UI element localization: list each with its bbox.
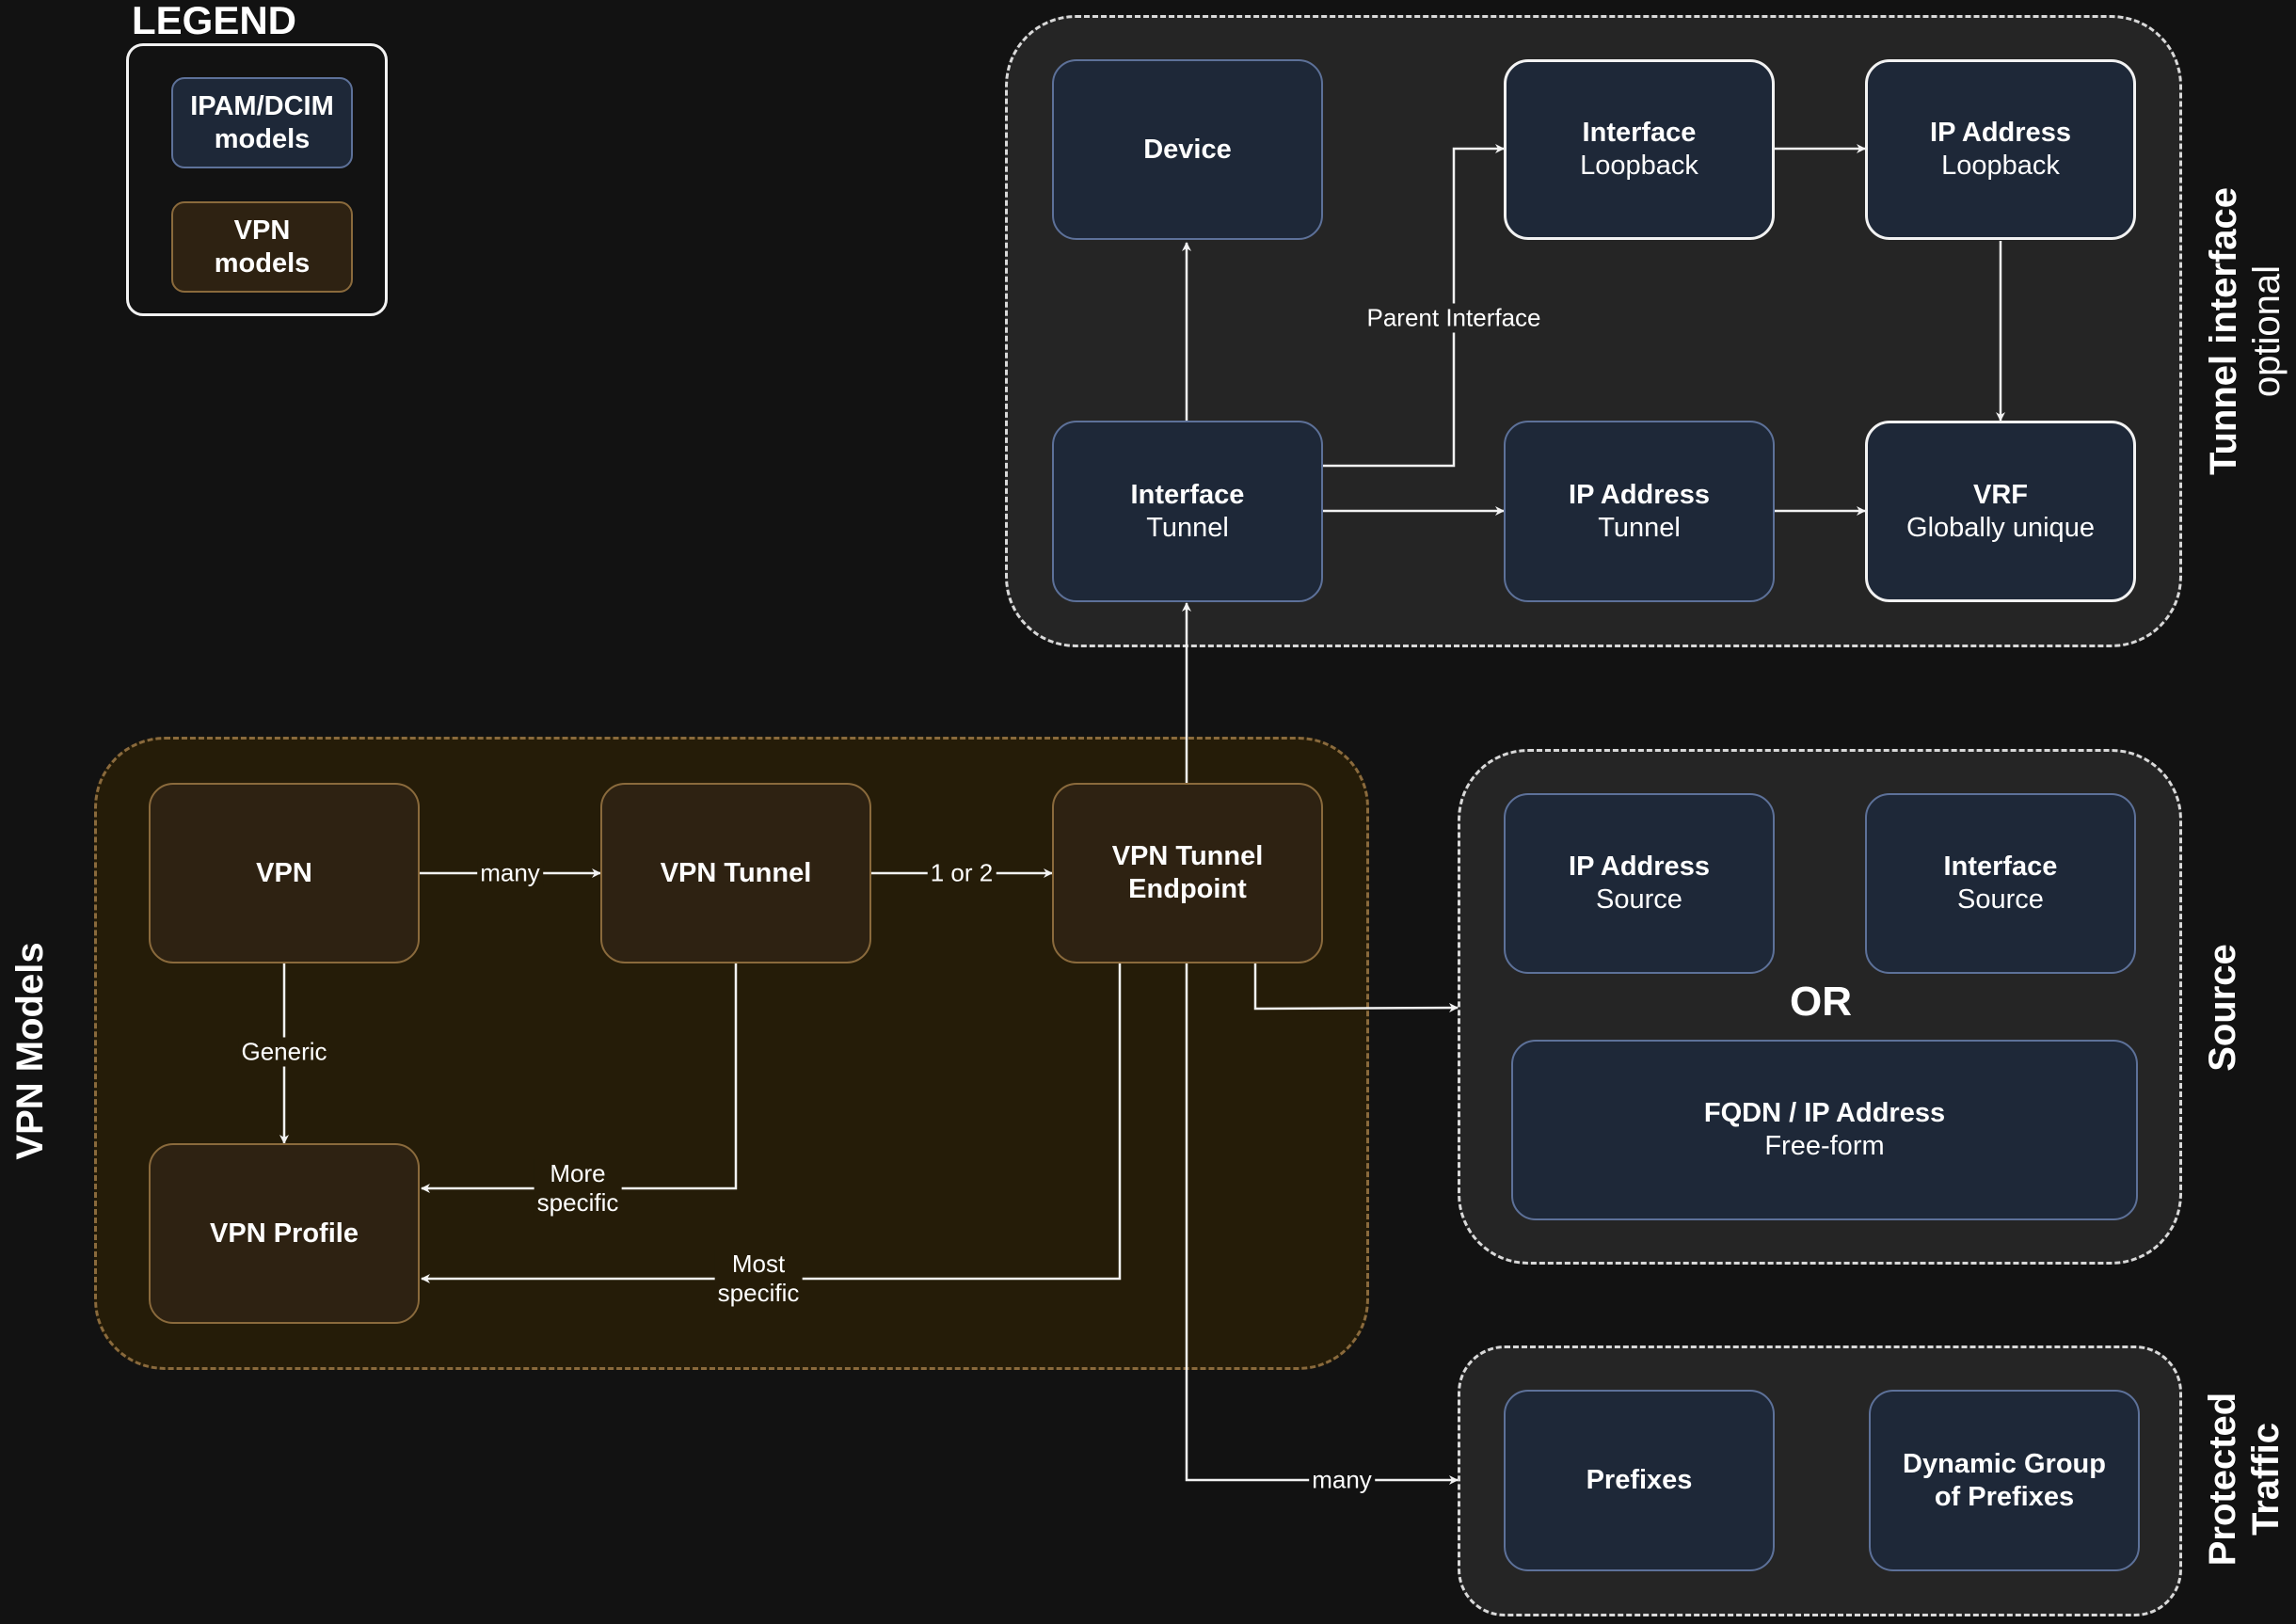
interface-loopback-node[interactable]: Interface Loopback — [1504, 59, 1775, 240]
edge-endpoint-to-source — [1253, 963, 1459, 1013]
edge-endpoint-to-protected-traffic — [1185, 963, 1459, 1485]
ip-address-source-node[interactable]: IP Address Source — [1504, 793, 1775, 974]
dynamic-group-of-prefixes-node[interactable]: Dynamic Group of Prefixes — [1869, 1390, 2140, 1571]
device-node[interactable]: Device — [1052, 59, 1323, 240]
legend-title: LEGEND — [132, 0, 297, 42]
legend-ipam-label-1: IPAM/DCIM — [190, 90, 334, 121]
interface-tunnel-node[interactable]: Interface Tunnel — [1052, 421, 1323, 602]
or-label: OR — [1790, 979, 1852, 1025]
edge-label-many: many — [477, 858, 543, 888]
prefixes-node[interactable]: Prefixes — [1504, 1390, 1775, 1571]
fqdn-ip-address-node[interactable]: FQDN / IP Address Free-form — [1511, 1040, 2138, 1220]
edge-label-generic: Generic — [238, 1037, 330, 1067]
legend-box — [126, 43, 388, 316]
edge-label-one-or-two: 1 or 2 — [927, 858, 997, 888]
legend-ipam-swatch: IPAM/DCIM models — [171, 77, 353, 168]
edge-label-most-specific: Most specific — [714, 1250, 803, 1308]
ip-address-loopback-node[interactable]: IP Address Loopback — [1865, 59, 2136, 240]
vpn-profile-node[interactable]: VPN Profile — [149, 1143, 420, 1324]
vpn-tunnel-node[interactable]: VPN Tunnel — [600, 783, 871, 963]
legend-vpn-label-2: models — [214, 247, 311, 279]
edge-label-many-protected: many — [1309, 1465, 1375, 1495]
edge-endpoint-to-profile — [421, 963, 1122, 1283]
legend-ipam-label-2: models — [214, 123, 311, 154]
vpn-tunnel-endpoint-node[interactable]: VPN Tunnel Endpoint — [1052, 783, 1323, 963]
vpn-node[interactable]: VPN — [149, 783, 420, 963]
edge-vpn-tunnel-to-profile — [421, 963, 738, 1193]
edge-label-parent-interface: Parent Interface — [1363, 303, 1544, 333]
vrf-node[interactable]: VRF Globally unique — [1865, 421, 2136, 602]
legend-vpn-label-1: VPN — [233, 215, 291, 246]
legend-vpn-swatch: VPN models — [171, 201, 353, 293]
ip-address-tunnel-node[interactable]: IP Address Tunnel — [1504, 421, 1775, 602]
edge-label-more-specific: More specific — [534, 1159, 622, 1218]
interface-source-node[interactable]: Interface Source — [1865, 793, 2136, 974]
